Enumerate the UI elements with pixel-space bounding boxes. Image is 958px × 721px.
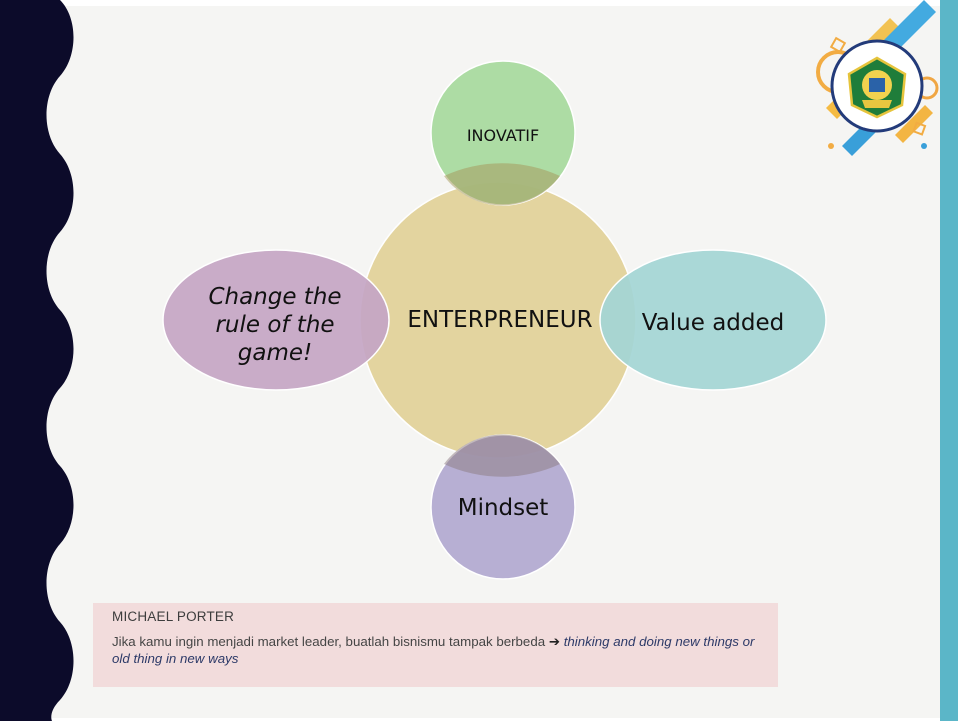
change-rule-label: Change the rule of the game! — [208, 283, 342, 367]
arrow-icon: ➔ — [548, 634, 560, 649]
enterpreneur-label: ENTERPRENEUR — [407, 307, 593, 333]
quote-title: MICHAEL PORTER — [112, 609, 235, 624]
quote-box: MICHAEL PORTER Jika kamu ingin menjadi m… — [93, 603, 778, 687]
inovatif-label: INOVATIF — [466, 125, 540, 145]
value-added-label: Value added — [641, 309, 785, 336]
quote-body: Jika kamu ingin menjadi market leader, b… — [112, 633, 762, 667]
quote-text: Jika kamu ingin menjadi market leader, b… — [112, 634, 546, 649]
mindset-label: Mindset — [457, 494, 549, 521]
diagram — [162, 60, 827, 580]
right-circle — [599, 249, 827, 391]
quote-emphasis: thinking and doing new things or old thi… — [112, 634, 755, 666]
school-emblem-icon — [830, 39, 924, 133]
right-accent-band — [940, 0, 958, 721]
left-wave-band — [0, 0, 74, 721]
left-circle — [162, 249, 390, 391]
